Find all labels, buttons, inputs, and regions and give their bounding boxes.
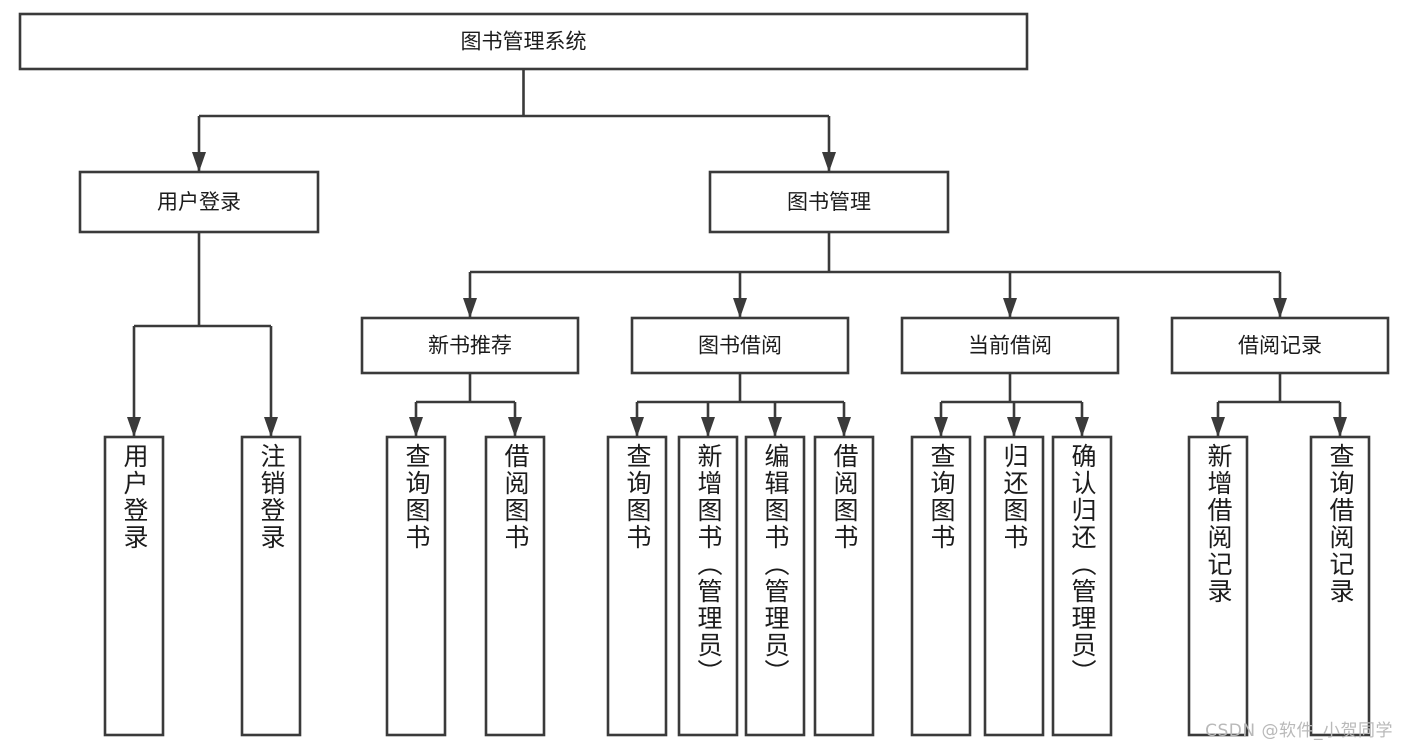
- watermark: CSDN @软件_小贺同学: [1205, 721, 1393, 741]
- arrow-head-icon: [1273, 298, 1287, 318]
- arrow-head-icon: [409, 417, 423, 437]
- arrow-head-icon: [508, 417, 522, 437]
- arrow-head-icon: [1003, 298, 1017, 318]
- arrow-head-icon: [264, 417, 278, 437]
- node-leaf-9[interactable]: [983, 435, 1045, 737]
- node-leaf-0[interactable]: [103, 435, 165, 737]
- node-leaf-1[interactable]: [240, 435, 302, 737]
- arrow-head-icon: [1007, 417, 1021, 437]
- node-leaf-2[interactable]: [385, 435, 447, 737]
- arrow-head-icon: [192, 152, 206, 172]
- node-leaf-8[interactable]: [910, 435, 972, 737]
- arrow-head-icon: [630, 417, 644, 437]
- node-level2-0[interactable]: [78, 170, 320, 234]
- box-layer: [18, 12, 1390, 737]
- node-leaf-12[interactable]: [1309, 435, 1371, 737]
- node-leaf-11[interactable]: [1187, 435, 1249, 737]
- node-leaf-4[interactable]: [606, 435, 668, 737]
- arrow-head-icon: [822, 152, 836, 172]
- node-root-label: 图书管理系统: [461, 30, 587, 54]
- node-root[interactable]: [18, 12, 1029, 71]
- node-level3-3[interactable]: [1170, 316, 1390, 375]
- node-level3-2-label: 当前借阅: [968, 334, 1052, 358]
- node-level3-1-label: 图书借阅: [698, 334, 782, 358]
- node-level2-1-label: 图书管理: [787, 190, 871, 214]
- node-level3-3-label: 借阅记录: [1238, 334, 1322, 358]
- arrow-head-icon: [837, 417, 851, 437]
- arrow-head-icon: [127, 417, 141, 437]
- node-level3-1[interactable]: [630, 316, 850, 375]
- node-level3-0[interactable]: [360, 316, 580, 375]
- arrow-head-icon: [1333, 417, 1347, 437]
- arrow-head-icon: [1075, 417, 1089, 437]
- arrow-head-icon: [463, 298, 477, 318]
- arrow-head-icon: [733, 298, 747, 318]
- node-leaf-5[interactable]: [677, 435, 739, 737]
- node-level3-0-label: 新书推荐: [428, 334, 512, 358]
- node-leaf-3[interactable]: [484, 435, 546, 737]
- arrow-head-icon: [701, 417, 715, 437]
- node-leaf-7[interactable]: [813, 435, 875, 737]
- arrow-head-icon: [768, 417, 782, 437]
- node-level2-1[interactable]: [708, 170, 950, 234]
- arrow-head-icon: [934, 417, 948, 437]
- connector-layer: [127, 69, 1347, 437]
- node-level2-0-label: 用户登录: [157, 190, 241, 214]
- arrow-head-icon: [1211, 417, 1225, 437]
- node-level3-2[interactable]: [900, 316, 1120, 375]
- node-leaf-6[interactable]: [744, 435, 806, 737]
- node-leaf-10[interactable]: [1051, 435, 1113, 737]
